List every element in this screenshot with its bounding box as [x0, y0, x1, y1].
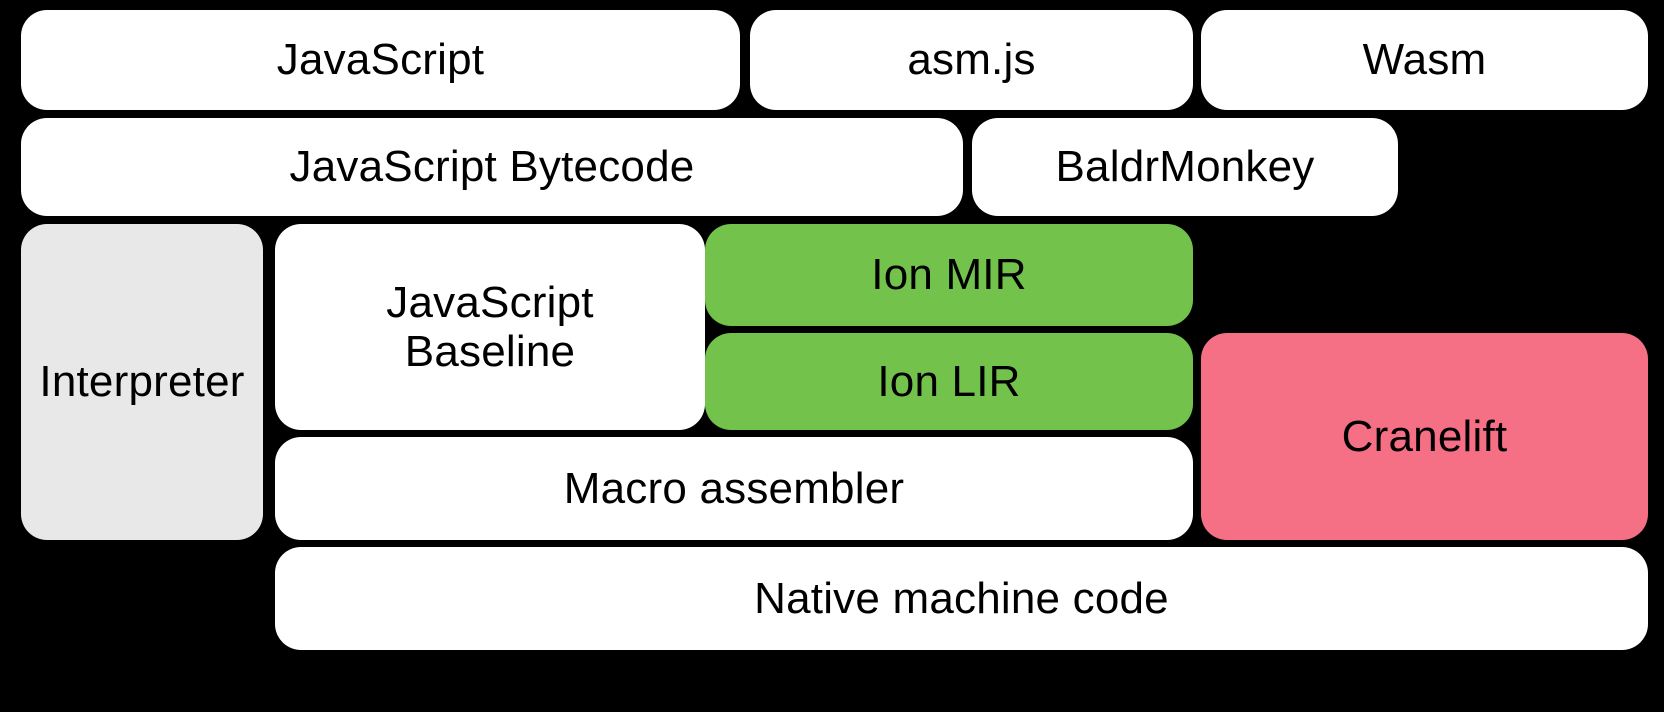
node-javascript: JavaScript: [21, 10, 740, 110]
node-javascript-bytecode: JavaScript Bytecode: [21, 118, 963, 216]
node-interpreter: Interpreter: [21, 224, 263, 540]
node-javascript-baseline: JavaScript Baseline: [275, 224, 705, 430]
node-wasm: Wasm: [1201, 10, 1648, 110]
node-asmjs: asm.js: [750, 10, 1193, 110]
node-ion-mir: Ion MIR: [705, 224, 1193, 326]
node-macro-assembler: Macro assembler: [275, 437, 1193, 540]
node-native-machine-code: Native machine code: [275, 547, 1648, 650]
node-cranelift: Cranelift: [1201, 333, 1648, 540]
node-baldrmonkey: BaldrMonkey: [972, 118, 1398, 216]
node-ion-lir: Ion LIR: [705, 333, 1193, 430]
